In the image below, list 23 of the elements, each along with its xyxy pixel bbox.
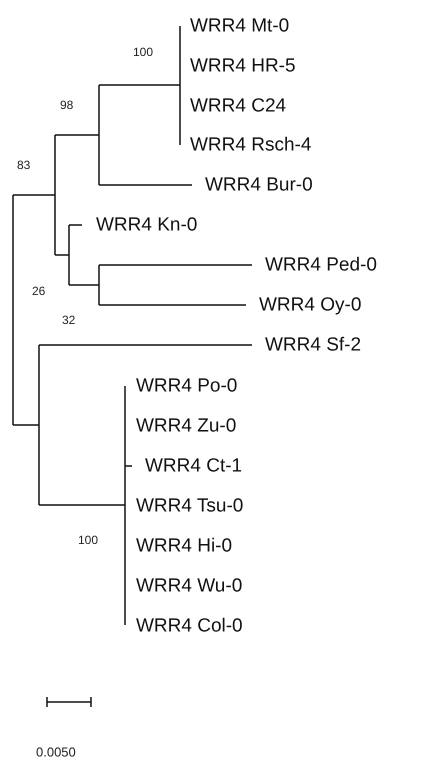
taxon-label: WRR4 HR-5 [190, 56, 296, 76]
taxon-label: WRR4 Rsch-4 [190, 136, 312, 154]
taxon-label: WRR4 Mt-0 [190, 16, 290, 36]
taxon-label: WRR4 Wu-0 [136, 576, 242, 596]
bootstrap-value: 32 [62, 314, 76, 326]
taxon-label: WRR4 Zu-0 [136, 416, 236, 436]
bootstrap-value: 98 [60, 99, 74, 111]
taxon-label: WRR4 Po-0 [136, 376, 238, 396]
taxon-label: WRR4 Ct-1 [145, 456, 242, 476]
taxon-label: WRR4 Sf-2 [265, 336, 362, 354]
taxon-label: WRR4 Oy-0 [259, 296, 362, 314]
taxon-label: WRR4 Kn-0 [96, 216, 198, 234]
taxon-label: WRR4 Col-0 [136, 616, 243, 636]
taxon-label: WRR4 C24 [190, 96, 286, 116]
bootstrap-value: 100 [78, 534, 98, 546]
taxon-label: WRR4 Ped-0 [265, 256, 377, 274]
scale-value: 0.0050 [36, 746, 76, 758]
bootstrap-value: 26 [32, 285, 46, 297]
taxon-label: WRR4 Bur-0 [205, 176, 313, 194]
bootstrap-value: 83 [17, 159, 30, 171]
taxon-label: WRR4 Tsu-0 [136, 496, 244, 516]
taxon-label: WRR4 Hi-0 [136, 536, 232, 556]
bootstrap-value: 100 [133, 46, 154, 58]
